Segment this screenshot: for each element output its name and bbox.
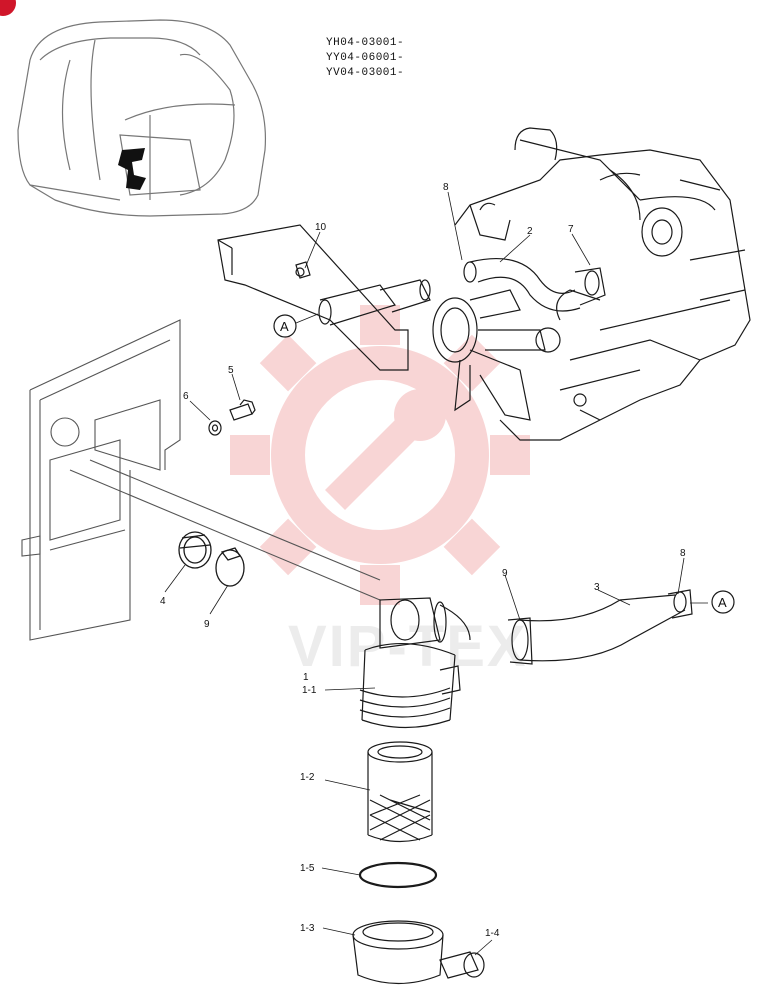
air-cleaner-body-1 bbox=[359, 597, 471, 729]
label-part-5: 5 bbox=[228, 365, 234, 376]
hose-clamp-9-left bbox=[215, 547, 245, 587]
upper-intake-hoses bbox=[318, 257, 606, 326]
label-part-4: 4 bbox=[160, 596, 166, 607]
radiator-fan bbox=[432, 289, 546, 421]
label-part-8-top: 8 bbox=[443, 182, 449, 193]
label-part-8-right: 8 bbox=[680, 548, 686, 559]
label-part-1-4: 1-4 bbox=[485, 928, 500, 939]
reference-letter-left: A bbox=[280, 319, 289, 334]
label-part-9-right: 9 bbox=[502, 568, 508, 579]
model-serial-list: YH04-03001- YY04-06001- YV04-03001- bbox=[326, 36, 404, 81]
label-part-1-1: 1-1 bbox=[302, 685, 317, 696]
label-part-1: 1 bbox=[303, 672, 309, 683]
reference-letter-right: A bbox=[718, 595, 727, 610]
label-part-1-3: 1-3 bbox=[300, 923, 315, 934]
filter-element-1-2 bbox=[367, 741, 433, 843]
evacuator-valve-1-4 bbox=[439, 951, 485, 979]
machine-cab-sketch bbox=[17, 19, 267, 217]
reference-marker-right: A bbox=[711, 590, 735, 614]
washer-6 bbox=[208, 420, 222, 436]
o-ring-1-5 bbox=[358, 861, 438, 889]
dust-cup-1-3 bbox=[352, 920, 444, 985]
label-part-2: 2 bbox=[527, 226, 533, 237]
label-part-6: 6 bbox=[183, 391, 189, 402]
leader-lines bbox=[164, 191, 708, 956]
corner-badge bbox=[0, 0, 16, 16]
model-serial: YY04-06001- bbox=[326, 52, 405, 64]
watermark-text: VIP-TEX bbox=[288, 614, 528, 679]
engine-block bbox=[454, 127, 751, 441]
label-part-10: 10 bbox=[315, 222, 327, 233]
label-part-1-5: 1-5 bbox=[300, 863, 315, 874]
model-serial: YH04-03001- bbox=[326, 37, 405, 49]
label-part-1-2: 1-2 bbox=[300, 772, 315, 783]
hose-clamp-4 bbox=[178, 531, 212, 569]
reference-marker-left: A bbox=[273, 314, 297, 338]
machine-frame bbox=[21, 319, 381, 641]
label-part-7: 7 bbox=[568, 224, 574, 235]
intake-hose-3 bbox=[507, 589, 693, 665]
model-serial: YV04-03001- bbox=[326, 67, 405, 79]
label-part-3: 3 bbox=[594, 582, 600, 593]
mounting-bracket bbox=[217, 224, 409, 371]
cab-highlight-part bbox=[118, 148, 146, 190]
label-part-9-left: 9 bbox=[204, 619, 210, 630]
bolt-5 bbox=[229, 399, 256, 421]
